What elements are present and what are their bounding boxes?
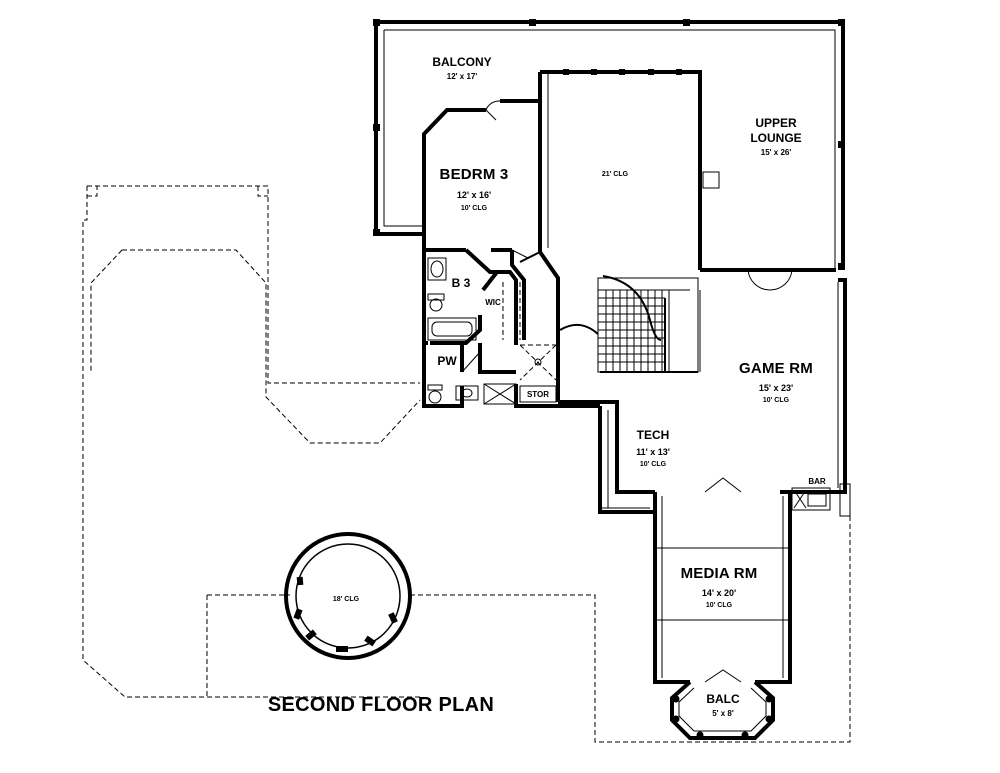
bar-label: BAR [808,477,826,486]
roof-outline [82,185,851,743]
small-balcony: BALC 5' x 8' [670,680,775,740]
bath-3-label: B 3 [452,276,471,290]
balcony-area: BALCONY 12' x 17' [373,19,845,270]
storage-label: STOR [527,390,549,399]
tech-size: 11' x 13' [636,447,670,457]
upper-lounge-size: 15' x 26' [761,148,792,157]
tech-room: TECH 11' x 13' 10' CLG [598,406,670,514]
bedroom-3-label: BEDRM 3 [440,166,509,183]
game-room: GAME RM 15' x 23' 10' CLG BAR [558,278,851,517]
open-clg-label: 21' CLG [602,171,629,178]
media-room-label: MEDIA RM [681,565,758,582]
powder-label: PW [437,354,457,368]
wic-label: WIC [485,298,501,307]
balcony-size: 12' x 17' [447,72,478,81]
bedroom-3: BEDRM 3 12' x 16' 10' CLG [422,99,540,408]
balcony-label: BALCONY [432,55,491,69]
media-room-size: 14' x 20' [702,588,736,598]
bath-area: B 3 WIC [424,248,541,345]
upper-lounge-label-2: LOUNGE [750,131,801,145]
rotunda-clg: 18' CLG [333,596,360,603]
media-room-clg: 10' CLG [706,602,733,609]
powder-room: PW STOR [422,343,600,408]
balc-size: 5' x 8' [712,709,734,718]
game-room-clg: 10' CLG [763,397,790,404]
balc-label: BALC [706,692,740,706]
tech-clg: 10' CLG [640,461,667,468]
rotunda: 18' CLG [284,532,412,660]
bedroom-3-size: 12' x 16' [457,190,491,200]
stair-treads [598,290,670,372]
bedroom-3-clg: 10' CLG [461,205,488,212]
game-room-label: GAME RM [739,360,813,377]
media-room: MEDIA RM 14' x 20' 10' CLG [653,477,792,684]
plan-title: SECOND FLOOR PLAN [268,694,494,716]
open-to-below: 21' CLG [538,69,720,402]
upper-lounge: UPPER LOUNGE 15' x 26' [700,116,836,291]
game-room-size: 15' x 23' [759,383,793,393]
tech-label: TECH [637,428,670,442]
upper-lounge-label-1: UPPER [755,116,797,130]
